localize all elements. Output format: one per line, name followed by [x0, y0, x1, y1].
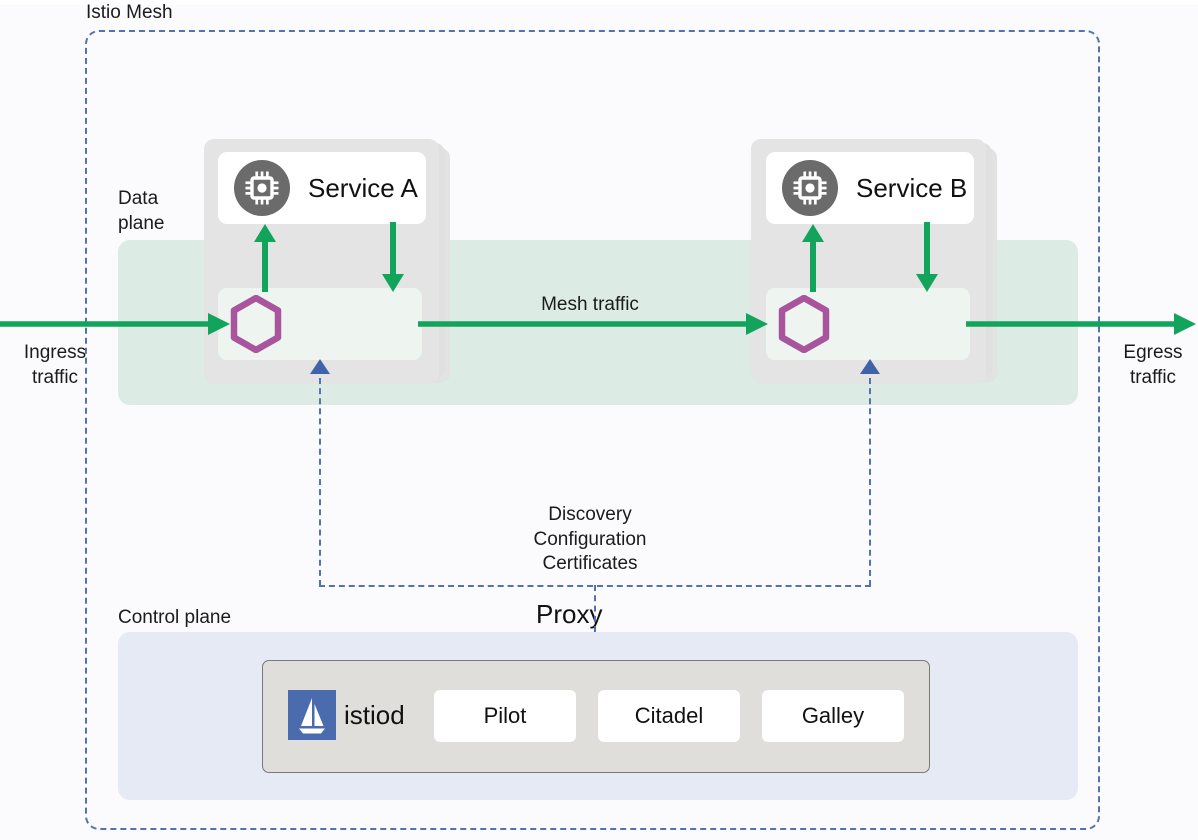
proxy-b-to-service-b-arrow [802, 224, 824, 292]
top-white-strip [0, 0, 1198, 5]
control-channel-label: Discovery Configuration Certificates [533, 504, 647, 575]
istio-sailboat-icon [288, 690, 336, 740]
service-b-card[interactable]: Service B [766, 152, 974, 224]
mesh-traffic-arrow [418, 313, 768, 335]
chip-icon [782, 160, 838, 216]
control-channel-trunk [594, 585, 596, 663]
service-b-to-proxy-b-arrow [916, 222, 938, 292]
egress-traffic-label: Egress traffic [1123, 342, 1183, 388]
control-channel-arrow-b [860, 359, 880, 374]
ingress-traffic-arrow [0, 313, 230, 335]
istio-mesh-boundary [85, 30, 1100, 830]
istiod-label: istiod [344, 700, 405, 730]
control-component-pilot[interactable]: Pilot [434, 690, 576, 742]
service-a-card[interactable]: Service A [218, 152, 426, 224]
control-channel-line-b [869, 378, 871, 586]
service-a-label: Service A [308, 172, 418, 203]
chip-icon [234, 160, 290, 216]
mesh-traffic-label: Mesh traffic [541, 294, 639, 315]
control-plane-label: Control plane [118, 607, 232, 628]
hexagon-icon [230, 294, 282, 354]
proxy-a-to-service-a-arrow [254, 224, 276, 292]
control-component-galley[interactable]: Galley [762, 690, 904, 742]
hexagon-icon [778, 294, 830, 354]
proxy-a-label: Proxy [536, 599, 603, 629]
proxy-a-card[interactable]: Proxy [218, 288, 602, 629]
control-channel-line-a [319, 378, 321, 586]
ingress-traffic-label: Ingress traffic [23, 342, 87, 388]
egress-traffic-arrow [966, 313, 1196, 335]
control-channel-arrow-a [310, 359, 330, 374]
control-component-citadel[interactable]: Citadel [598, 690, 740, 742]
istio-mesh-title: Istio Mesh [86, 2, 173, 23]
data-plane-label: Data plane [118, 188, 165, 235]
service-b-label: Service B [856, 172, 968, 203]
proxy-b-card[interactable]: Proxy [766, 288, 970, 360]
service-a-to-proxy-a-arrow [382, 222, 404, 292]
